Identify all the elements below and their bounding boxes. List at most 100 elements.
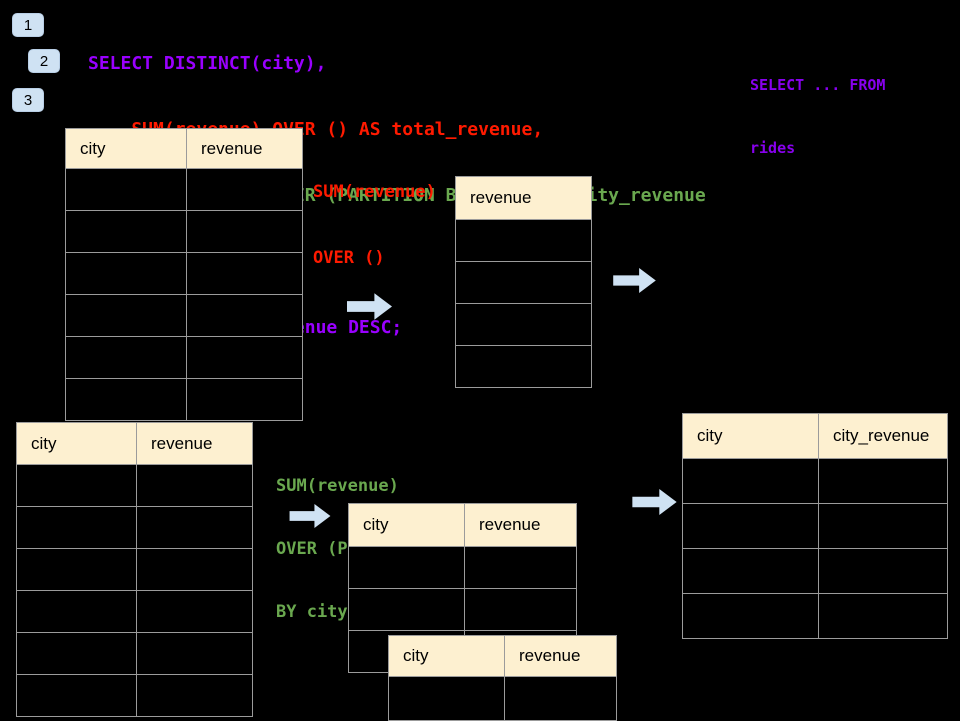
table-cell xyxy=(17,465,136,506)
table-row xyxy=(66,336,302,378)
table-cell xyxy=(186,253,302,294)
table-cell xyxy=(818,594,947,638)
table-row xyxy=(17,632,252,674)
table-row xyxy=(349,588,576,630)
column-header-city: city xyxy=(80,138,106,158)
column-header-city-revenue: city_revenue xyxy=(818,414,947,458)
table-cell xyxy=(66,211,186,252)
column-header-city: city xyxy=(697,426,723,445)
step-badge-1: 1 xyxy=(12,13,44,37)
table-row xyxy=(456,303,591,345)
table-header-row: city revenue xyxy=(17,423,252,464)
table-row xyxy=(456,261,591,303)
table-row xyxy=(66,378,302,420)
side-note-line1: SELECT ... FROM xyxy=(750,76,886,94)
table-cell xyxy=(66,169,186,210)
table-cell xyxy=(683,594,818,638)
column-header-revenue: revenue xyxy=(136,423,252,464)
partition-window-label-line1: SUM(revenue) xyxy=(276,476,399,496)
side-note-code: SELECT ... FROM rides xyxy=(750,33,885,180)
column-header-revenue: revenue xyxy=(504,636,616,676)
column-header-city: city xyxy=(31,433,57,453)
table-cell xyxy=(66,253,186,294)
table-row xyxy=(683,503,947,548)
table-row xyxy=(17,674,252,716)
table-row xyxy=(66,294,302,336)
table-header-row: city city_revenue xyxy=(683,414,947,458)
table-body xyxy=(66,168,302,420)
side-note-line2: rides xyxy=(750,139,796,157)
table-cell xyxy=(66,379,186,420)
table-cell xyxy=(818,504,947,548)
table-cell xyxy=(186,295,302,336)
table-cell xyxy=(464,589,576,630)
table-cell xyxy=(683,504,818,548)
table-cell xyxy=(186,211,302,252)
table-row xyxy=(389,676,616,720)
step-badge-3: 3 xyxy=(12,88,44,112)
total-window-label-line2: OVER () xyxy=(313,248,385,268)
table-cell xyxy=(136,507,252,548)
table-row xyxy=(17,590,252,632)
arrow-right-icon xyxy=(347,293,392,320)
partition-window-label-line3: BY city) xyxy=(276,602,358,622)
table-cell xyxy=(389,677,504,720)
table-cell xyxy=(186,379,302,420)
table-cell xyxy=(17,591,136,632)
table-cell xyxy=(136,549,252,590)
sql-line-select: SELECT DISTINCT(city), xyxy=(88,53,327,74)
table-cell xyxy=(17,507,136,548)
table-row xyxy=(17,506,252,548)
table-cell xyxy=(464,547,576,588)
table-cell xyxy=(186,169,302,210)
table-row xyxy=(17,548,252,590)
table-cell xyxy=(136,465,252,506)
table-source-bottom: city revenue xyxy=(16,422,253,717)
table-cell xyxy=(136,591,252,632)
total-window-label-line1: SUM(revenue) xyxy=(313,182,436,202)
table-row xyxy=(66,168,302,210)
table-header-row: city revenue xyxy=(349,504,576,546)
table-row xyxy=(683,593,947,638)
table-header-row: city revenue xyxy=(66,129,302,168)
step-badge-2: 2 xyxy=(28,49,60,73)
table-partition-overlap: city revenue xyxy=(388,635,617,721)
table-cell xyxy=(66,295,186,336)
table-cell xyxy=(683,459,818,503)
column-header-revenue: revenue xyxy=(470,188,532,207)
column-header-revenue: revenue xyxy=(464,504,576,546)
table-row xyxy=(349,546,576,588)
table-body xyxy=(456,219,591,387)
total-window-label: SUM(revenue) OVER () xyxy=(313,137,436,291)
table-body xyxy=(17,464,252,716)
table-cell xyxy=(136,633,252,674)
table-row xyxy=(683,548,947,593)
table-row xyxy=(17,464,252,506)
table-cell xyxy=(349,589,464,630)
table-header-row: city revenue xyxy=(389,636,616,676)
table-cell xyxy=(504,677,616,720)
table-source-top: city revenue xyxy=(65,128,303,421)
arrow-right-icon xyxy=(613,268,656,293)
table-city-revenue-result: city city_revenue xyxy=(682,413,948,639)
table-cell xyxy=(17,633,136,674)
table-cell xyxy=(349,547,464,588)
table-row xyxy=(456,345,591,387)
table-row xyxy=(66,252,302,294)
table-cell xyxy=(66,337,186,378)
column-header-city: city xyxy=(403,646,429,665)
column-header-revenue: revenue xyxy=(186,129,302,168)
table-cell xyxy=(17,675,136,716)
table-row xyxy=(683,458,947,503)
table-row xyxy=(66,210,302,252)
table-cell xyxy=(818,549,947,593)
table-cell xyxy=(818,459,947,503)
arrow-right-icon xyxy=(632,489,677,515)
table-row xyxy=(456,219,591,261)
table-header-row: revenue xyxy=(456,177,591,219)
table-total-result: revenue xyxy=(455,176,592,388)
table-cell xyxy=(17,549,136,590)
column-header-city: city xyxy=(363,515,389,534)
table-body xyxy=(683,458,947,638)
